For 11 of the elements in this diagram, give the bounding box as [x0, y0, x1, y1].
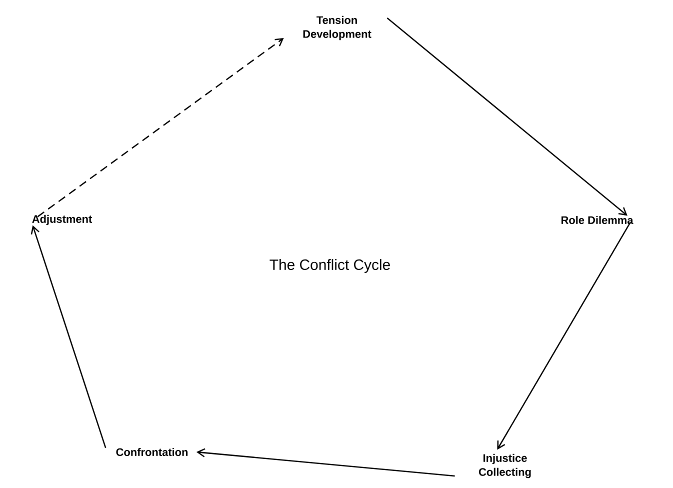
arrow: [30, 225, 106, 448]
stage-label: Confrontation: [116, 448, 188, 456]
stage-label: Injustice Collecting: [478, 454, 531, 478]
stage-label: Adjustment: [32, 214, 92, 226]
arrow: [497, 222, 631, 450]
arrow: [386, 18, 628, 216]
arrow: [196, 448, 455, 477]
title: The Conflict Cycle: [270, 259, 390, 273]
stage-label: Tension Development: [303, 16, 372, 40]
arrow: [37, 38, 284, 218]
stage-label: Role Dilemma: [562, 216, 634, 224]
